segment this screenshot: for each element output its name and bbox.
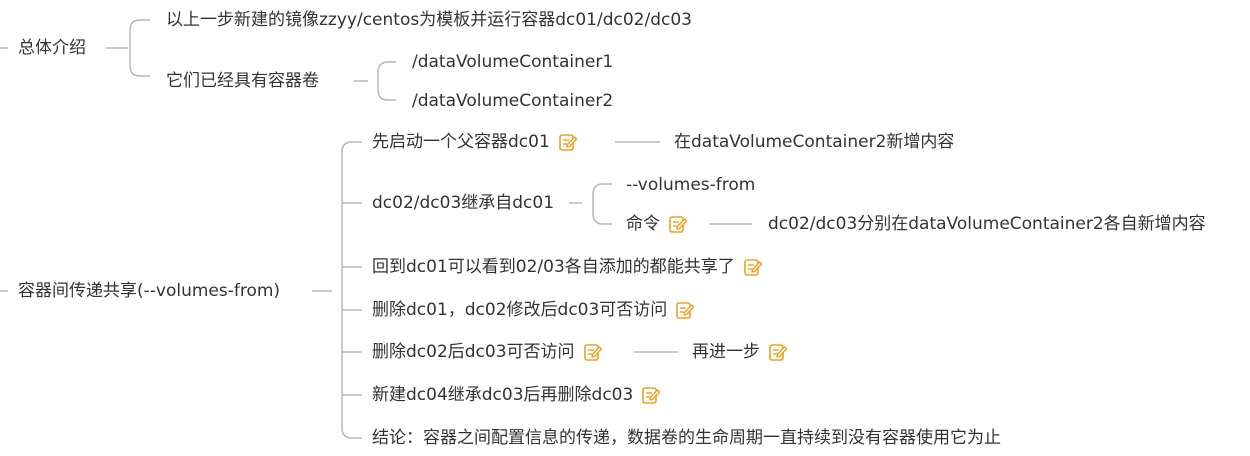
topic-delete-dc02[interactable]: 删除dc02后dc03可否访问 <box>372 341 603 363</box>
topic-label: 再进一步 <box>692 342 760 362</box>
topic-add-content[interactable]: 在dataVolumeContainer2新增内容 <box>674 131 954 153</box>
branch-volumes-from-label: 容器间传递共享(--volumes-from) <box>18 281 281 301</box>
topic-label: 先启动一个父容器dc01 <box>372 132 550 152</box>
topic-label: 回到dc01可以看到02/03各自添加的都能共享了 <box>372 257 735 277</box>
branch-volumes-from[interactable]: 容器间传递共享(--volumes-from) <box>18 280 280 302</box>
topic-label: 删除dc01，dc02修改后dc03可否访问 <box>372 300 668 320</box>
topic-label: dc02/dc03继承自dc01 <box>372 193 555 213</box>
topic-have-volumes[interactable]: 它们已经具有容器卷 <box>166 70 319 92</box>
topic-label: 新建dc04继承dc03后再删除dc03 <box>372 385 634 405</box>
edit-note-icon[interactable] <box>558 132 578 152</box>
topic-command[interactable]: 命令 <box>626 213 688 235</box>
edit-note-icon[interactable] <box>768 342 788 362</box>
topic-conclusion[interactable]: 结论：容器之间配置信息的传递，数据卷的生命周期一直持续到没有容器使用它为止 <box>372 427 1001 449</box>
edit-note-icon[interactable] <box>641 385 661 405</box>
branch-overview[interactable]: 总体介绍 <box>18 37 86 59</box>
topic-label: 在dataVolumeContainer2新增内容 <box>674 132 955 152</box>
topic-label: dc02/dc03分别在dataVolumeContainer2各自新增内容 <box>768 214 1206 234</box>
edit-note-icon[interactable] <box>583 342 603 362</box>
topic-label: /dataVolumeContainer1 <box>412 52 614 72</box>
topic-volumes-from-flag[interactable]: --volumes-from <box>626 174 755 196</box>
topic-volume-2[interactable]: /dataVolumeContainer2 <box>412 90 613 112</box>
topic-inherit[interactable]: dc02/dc03继承自dc01 <box>372 192 554 214</box>
topic-new-dc04[interactable]: 新建dc04继承dc03后再删除dc03 <box>372 384 661 406</box>
topic-back-dc01[interactable]: 回到dc01可以看到02/03各自添加的都能共享了 <box>372 256 763 278</box>
topic-label: 它们已经具有容器卷 <box>166 71 319 91</box>
topic-delete-dc01[interactable]: 删除dc01，dc02修改后dc03可否访问 <box>372 299 695 321</box>
topic-label: --volumes-from <box>626 175 756 195</box>
topic-each-add[interactable]: dc02/dc03分别在dataVolumeContainer2各自新增内容 <box>768 213 1206 235</box>
edit-note-icon[interactable] <box>675 300 695 320</box>
edit-note-icon[interactable] <box>743 257 763 277</box>
topic-label: 删除dc02后dc03可否访问 <box>372 342 575 362</box>
topic-start-parent[interactable]: 先启动一个父容器dc01 <box>372 131 578 153</box>
topic-label: /dataVolumeContainer2 <box>412 91 614 111</box>
topic-run-containers[interactable]: 以上一步新建的镜像zzyy/centos为模板并运行容器dc01/dc02/dc… <box>166 9 692 31</box>
topic-label: 命令 <box>626 214 660 234</box>
topic-label: 结论：容器之间配置信息的传递，数据卷的生命周期一直持续到没有容器使用它为止 <box>372 428 1001 448</box>
branch-overview-label: 总体介绍 <box>18 38 86 58</box>
topic-further-step[interactable]: 再进一步 <box>692 341 788 363</box>
topic-label: 以上一步新建的镜像zzyy/centos为模板并运行容器dc01/dc02/dc… <box>166 10 692 30</box>
topic-volume-1[interactable]: /dataVolumeContainer1 <box>412 51 613 73</box>
edit-note-icon[interactable] <box>668 214 688 234</box>
